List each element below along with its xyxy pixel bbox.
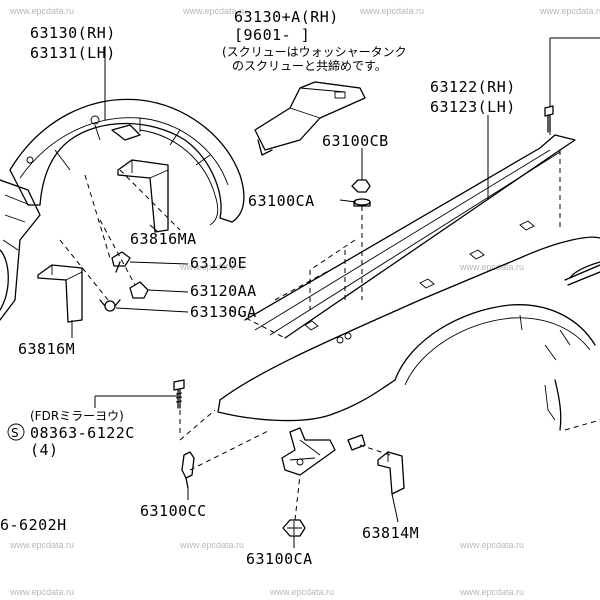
grommet-bottom-drawing xyxy=(282,519,306,537)
part-labels: 63130(RH) 63131(LH) 63130+A(RH) [9601- ]… xyxy=(0,8,516,568)
watermark: www.epcdata.ru xyxy=(539,6,600,16)
label-63120e: 63120E xyxy=(190,254,247,272)
watermark: www.epcdata.ru xyxy=(182,6,247,16)
watermark: www.epcdata.ru xyxy=(9,6,74,16)
watermark: www.epcdata.ru xyxy=(359,6,424,16)
label-63816ma: 63816MA xyxy=(130,230,197,248)
front-fender-drawing xyxy=(217,134,600,476)
watermark: www.epcdata.ru xyxy=(459,587,524,597)
label-63814m: 63814M xyxy=(362,524,419,542)
leader-lines xyxy=(71,37,600,548)
label-63123-lh: 63123(LH) xyxy=(430,98,516,116)
label-63100cb: 63100CB xyxy=(322,132,389,150)
note-jp-1: (スクリューはウォッシャータンク xyxy=(222,45,407,59)
seal-63814m-drawing xyxy=(377,451,405,495)
watermark: www.epcdata.ru xyxy=(9,540,74,550)
watermark: www.epcdata.ru xyxy=(179,262,244,272)
clips-drawing xyxy=(59,174,149,312)
assembly-lines xyxy=(119,118,600,521)
watermark: www.epcdata.ru xyxy=(9,587,74,597)
note-jp-2: のスクリューと共締めです。 xyxy=(232,58,387,73)
label-63100cc: 63100CC xyxy=(140,502,207,520)
bolt-08363-drawing xyxy=(173,379,185,409)
label-63122-rh: 63122(RH) xyxy=(430,78,516,96)
seal-63816ma-drawing xyxy=(117,159,169,233)
label-63120aa: 63120AA xyxy=(190,282,257,300)
label-63816m: 63816M xyxy=(18,340,75,358)
label-63100ca-bottom: 63100CA xyxy=(246,550,313,568)
watermark: www.epcdata.ru xyxy=(179,540,244,550)
note-fdr: (FDRミラーヨウ) xyxy=(30,409,124,423)
watermark: www.epcdata.ru xyxy=(459,540,524,550)
label-63130ga: 63130GA xyxy=(190,303,257,321)
label-63130-rh: 63130(RH) xyxy=(30,24,116,42)
rail-bolt-drawing xyxy=(544,105,554,133)
fender-protector-drawing xyxy=(0,98,245,321)
label-08363-6122c: 08363-6122C xyxy=(30,424,135,442)
screw-symbol-circle xyxy=(7,423,25,441)
watermarks: www.epcdata.ru www.epcdata.ru www.epcdat… xyxy=(9,6,600,597)
label-6202h: 6-6202H xyxy=(0,516,67,534)
bracket-63130a-drawing xyxy=(254,81,366,156)
label-qty-4: (4) xyxy=(30,441,59,459)
label-63131-lh: 63131(LH) xyxy=(30,44,116,62)
label-63130a-rh: 63130+A(RH) xyxy=(234,8,339,26)
watermark: www.epcdata.ru xyxy=(459,262,524,272)
label-9601: [9601- ] xyxy=(234,26,310,44)
label-63100ca-top: 63100CA xyxy=(248,192,315,210)
clip-63100cc-drawing xyxy=(181,451,195,489)
watermark: www.epcdata.ru xyxy=(269,587,334,597)
seal-63816m-drawing xyxy=(37,264,83,323)
screw-symbol: S xyxy=(11,426,19,440)
